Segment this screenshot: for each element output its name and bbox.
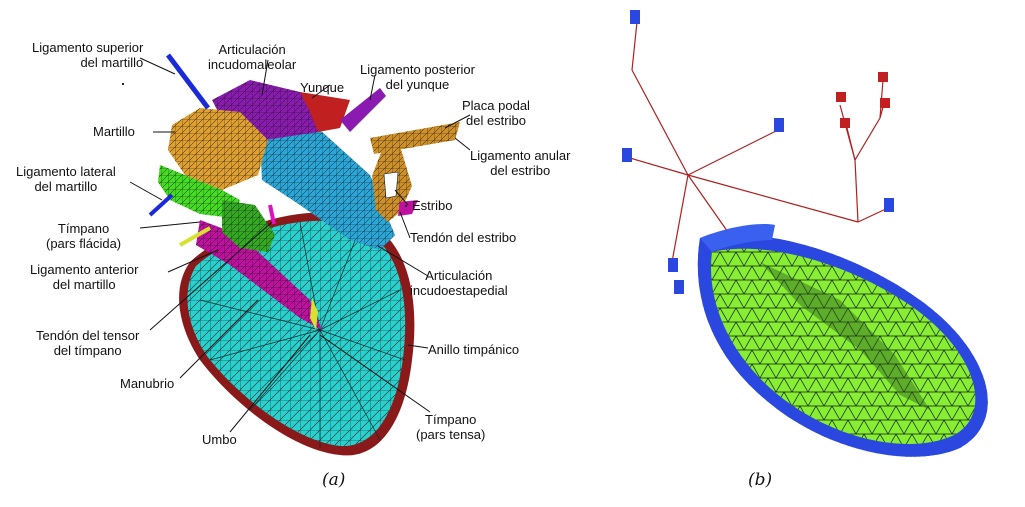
panel-a-model — [150, 55, 460, 455]
label-timpano-flacida: Tímpano(pars flácida) — [46, 221, 121, 251]
red-springs — [836, 72, 890, 128]
label-manubrio: Manubrio — [120, 376, 174, 391]
caption-a: (a) — [322, 470, 345, 490]
caption-b: (b) — [748, 470, 772, 490]
superior-ligament — [168, 55, 208, 108]
label-martillo: Martillo — [93, 124, 135, 139]
panel-b-model — [622, 10, 988, 457]
label-timpano-tensa: Tímpano(pars tensa) — [416, 412, 485, 442]
label-estribo: Estribo — [412, 198, 452, 213]
posterior-incus-ligament — [340, 88, 386, 132]
label-tendon-estribo: Tendón del estribo — [410, 230, 516, 245]
label-anillo-timpanico: Anillo timpánico — [428, 342, 519, 357]
label-umbo: Umbo — [202, 432, 237, 447]
label-yunque: Yunque — [300, 80, 344, 95]
